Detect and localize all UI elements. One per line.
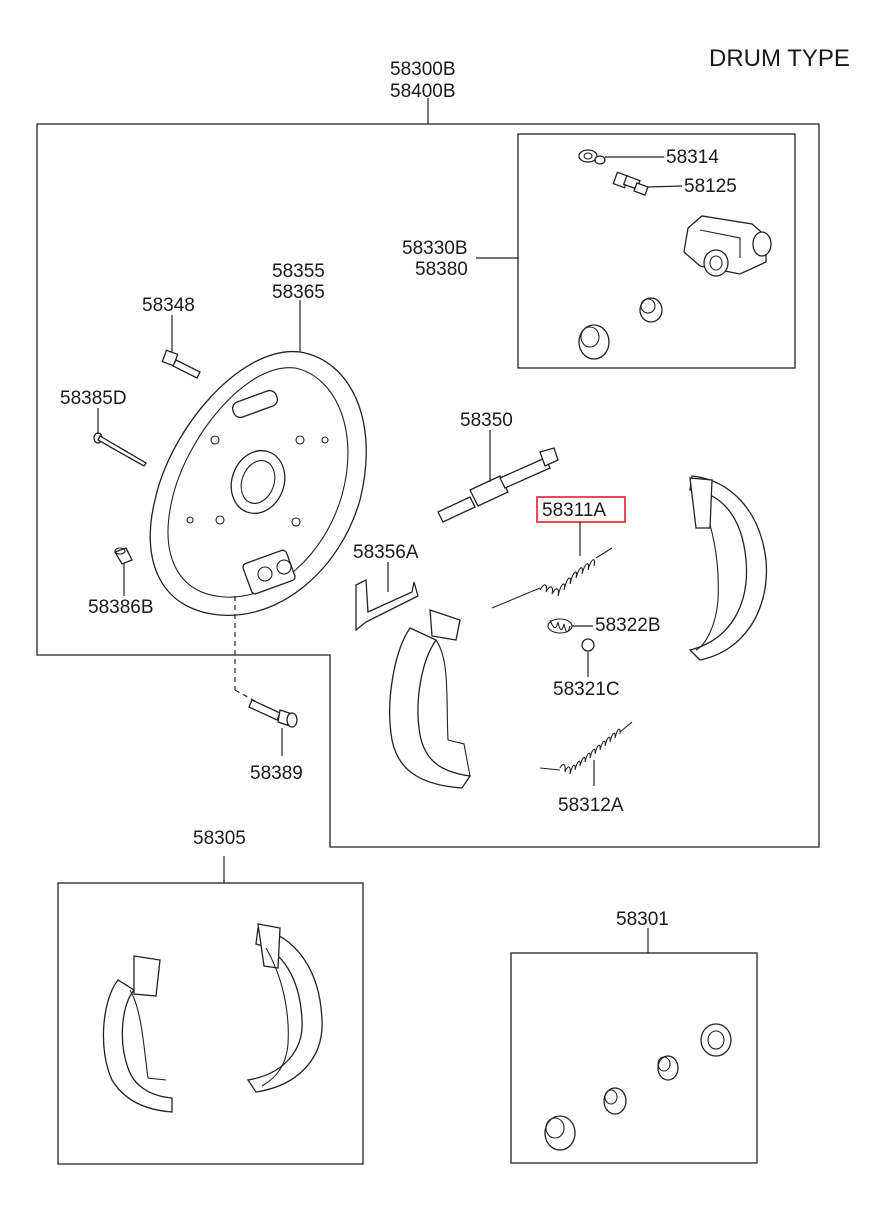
assembly-outline xyxy=(36,123,820,848)
piston-icon xyxy=(603,1087,627,1115)
piston-cup-icon xyxy=(639,297,663,323)
label-58305[interactable]: 58305 xyxy=(193,828,246,849)
bolt-icon xyxy=(161,349,201,379)
brake-shoe-icon xyxy=(102,955,173,1113)
cup-seal-icon xyxy=(700,1023,732,1057)
bleeder-screw-icon xyxy=(612,171,649,196)
label-58355[interactable]: 58355 xyxy=(272,261,325,282)
shoe-kit-box xyxy=(57,882,364,1165)
brake-shoe-icon xyxy=(688,475,768,661)
wheel-cylinder-icon xyxy=(683,215,772,277)
wheel-cylinder-box xyxy=(517,133,796,369)
label-58330b[interactable]: 58330B xyxy=(402,238,468,259)
label-58385d[interactable]: 58385D xyxy=(60,388,127,409)
boot-cup-icon xyxy=(578,324,610,360)
label-58321c[interactable]: 58321C xyxy=(553,679,620,700)
spring-icon xyxy=(491,547,613,609)
hold-down-pin-icon xyxy=(93,432,147,467)
adjuster-icon xyxy=(437,447,559,523)
boot-icon xyxy=(544,1115,576,1151)
diagram-title: DRUM TYPE xyxy=(709,45,850,72)
plug-icon xyxy=(114,547,133,565)
leader-58125 xyxy=(647,185,683,188)
label-58348[interactable]: 58348 xyxy=(142,295,195,316)
lever-icon xyxy=(355,578,419,632)
backing-plate-icon xyxy=(149,351,367,616)
cylinder-kit-box xyxy=(510,952,758,1164)
label-58400b[interactable]: 58400B xyxy=(390,81,456,102)
highlight-58311a xyxy=(536,496,626,523)
bleeder-cap-icon xyxy=(578,149,606,165)
return-spring-icon xyxy=(539,721,633,775)
brake-shoe-icon xyxy=(246,923,323,1093)
brake-shoe-icon xyxy=(389,609,472,789)
label-58389[interactable]: 58389 xyxy=(250,763,303,784)
label-58365[interactable]: 58365 xyxy=(272,282,325,303)
label-58312a[interactable]: 58312A xyxy=(558,795,624,816)
label-58322b[interactable]: 58322B xyxy=(595,615,661,636)
label-58301[interactable]: 58301 xyxy=(616,909,669,930)
label-58356a[interactable]: 58356A xyxy=(353,542,419,563)
label-58380[interactable]: 58380 xyxy=(415,259,468,280)
label-58386b[interactable]: 58386B xyxy=(88,597,154,618)
spring-cup-icon xyxy=(581,638,595,652)
small-spring-icon xyxy=(547,618,573,634)
label-58314[interactable]: 58314 xyxy=(666,147,719,168)
label-58300b[interactable]: 58300B xyxy=(390,59,456,80)
label-58311a[interactable]: 58311A xyxy=(542,500,606,521)
mounting-bolt-icon xyxy=(248,699,298,728)
piston-icon xyxy=(657,1055,679,1081)
label-58350[interactable]: 58350 xyxy=(460,410,513,431)
label-58125[interactable]: 58125 xyxy=(684,176,737,197)
